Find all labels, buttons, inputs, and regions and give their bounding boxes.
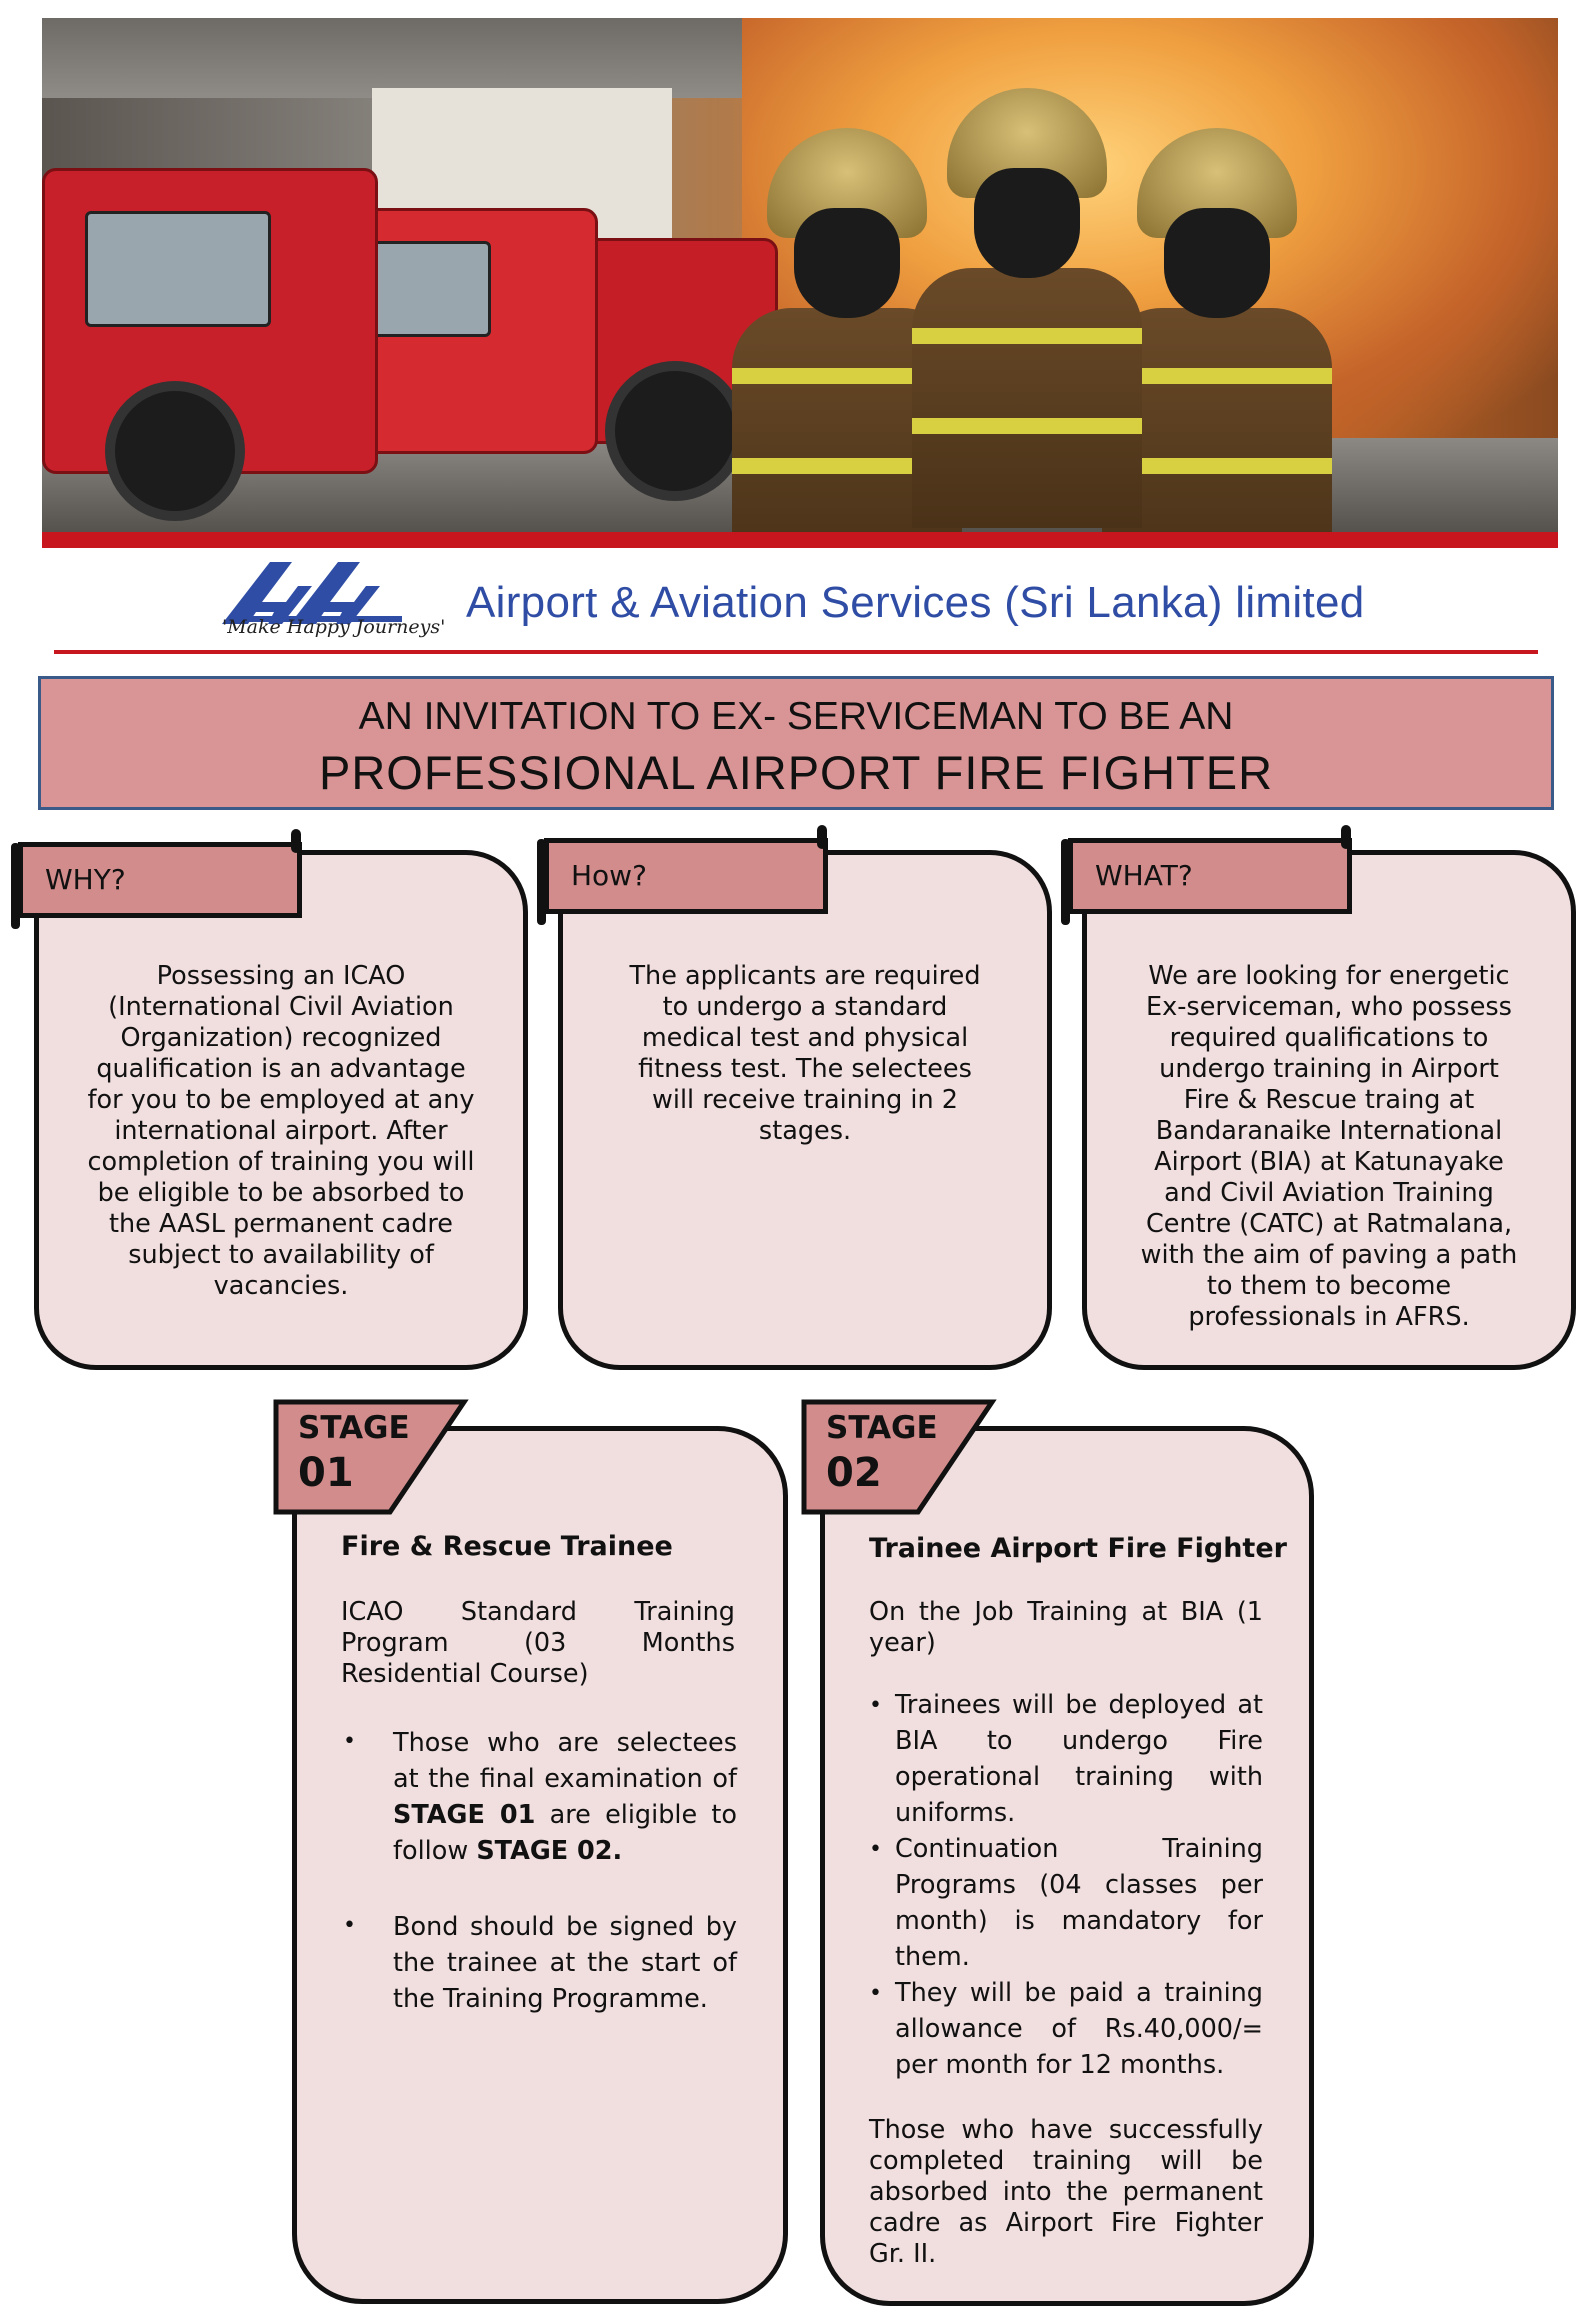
text-line: completion of training you will	[87, 1147, 475, 1177]
text-line: undergo training in Airport	[1159, 1054, 1499, 1084]
text-line: with the aim of paving a path	[1140, 1240, 1518, 1270]
what-label: WHAT?	[1095, 859, 1193, 892]
what-tab: WHAT?	[1061, 825, 1352, 925]
text-line: be eligible to be absorbed to	[97, 1178, 465, 1208]
text-line: ICAO Standard Training	[341, 1597, 735, 1627]
why-tab: WHY?	[11, 829, 302, 929]
stage-02-number: 02	[826, 1450, 882, 1496]
company-header: 'Make Happy Journeys' Airport & Aviation…	[42, 548, 1558, 658]
stage-badge-shape	[801, 1399, 997, 1515]
bullet-bold: STAGE 01	[393, 1800, 536, 1830]
bullet-dot: •	[343, 1913, 356, 1938]
firefighter-center	[912, 88, 1142, 528]
text-line: We are looking for energetic	[1148, 961, 1510, 991]
how-tab: How?	[537, 825, 828, 925]
stage-01-label: STAGE	[298, 1410, 410, 1446]
text-line: to undergo a standard	[662, 992, 948, 1022]
stage-02-bullet-1: Trainees will be deployed at BIA to unde…	[895, 1690, 1263, 1828]
fire-truck-1	[42, 168, 378, 521]
text-line: fitness test. The selectees	[638, 1054, 972, 1084]
how-box: The applicants are required to undergo a…	[558, 850, 1052, 1370]
stage-02-closing: Those who have successfully completed tr…	[869, 2115, 1263, 2269]
text-line: for you to be employed at any	[87, 1085, 475, 1115]
text-line: will receive training in 2	[652, 1085, 958, 1115]
bullet-dot: •	[869, 1981, 882, 2006]
text-line: required qualifications to	[1169, 1023, 1489, 1053]
text-line: Bandaranaike International	[1155, 1116, 1503, 1146]
text-line: international airport. After	[114, 1116, 448, 1146]
text-line: stages.	[758, 1116, 852, 1146]
stage-badge-shape	[273, 1399, 469, 1515]
text-line: Ex-serviceman, who possess	[1146, 992, 1512, 1022]
aasl-logo	[222, 562, 402, 624]
logo-tagline: 'Make Happy Journeys'	[222, 616, 446, 638]
stage-01-intro: ICAO Standard Training Program (03 Month…	[341, 1597, 735, 1690]
hero-image-firefighters	[42, 18, 1558, 532]
stage-02-bullet-3: They will be paid a training allowance o…	[895, 1978, 1263, 2080]
hero-red-bar	[42, 532, 1558, 548]
stage-01-box: Fire & Rescue Trainee ICAO Standard Trai…	[292, 1426, 788, 2304]
text-line: vacancies.	[213, 1271, 349, 1301]
text-line: to them to become	[1206, 1271, 1452, 1301]
stage-02-title: Trainee Airport Fire Fighter	[869, 1533, 1287, 1564]
stage-02-label: STAGE	[826, 1410, 938, 1446]
how-label: How?	[571, 859, 647, 892]
text-line: and Civil Aviation Training	[1164, 1178, 1494, 1208]
stage-01-bullet-2: Bond should be signed by the trainee at …	[393, 1912, 737, 2014]
text-line: professionals in AFRS.	[1188, 1302, 1470, 1332]
text-line: Airport (BIA) at Katunayake	[1154, 1147, 1504, 1177]
why-box: Possessing an ICAO (International Civil …	[34, 850, 528, 1370]
text-line: Program (03 Months	[341, 1628, 735, 1658]
text-line: Centre (CATC) at Ratmalana,	[1145, 1209, 1513, 1239]
bullet-dot: •	[343, 1729, 356, 1754]
text-line: subject to availability of	[128, 1240, 434, 1270]
what-box: We are looking for energetic Ex-servicem…	[1082, 850, 1576, 1370]
hangar-ceiling	[42, 18, 802, 98]
logo-divider	[54, 650, 1538, 654]
text-line: (International Civil Aviation	[108, 992, 454, 1022]
stage-02-box: Trainee Airport Fire Fighter On the Job …	[820, 1426, 1314, 2306]
text-line: The applicants are required	[629, 961, 981, 991]
stage-02-bullet-2: Continuation Training Programs (04 class…	[895, 1834, 1263, 1972]
stage-01-bullet-1: Those who are selectees at the final exa…	[393, 1725, 737, 1869]
company-name: Airport & Aviation Services (Sri Lanka) …	[466, 578, 1365, 627]
what-text: We are looking for energetic Ex-servicem…	[1087, 961, 1571, 1333]
bullet-dot: •	[869, 1837, 882, 1862]
text-line: qualification is an advantage	[96, 1054, 466, 1084]
stage-02-badge: STAGE 02	[800, 1398, 1000, 1516]
invitation-banner: AN INVITATION TO EX- SERVICEMAN TO BE AN…	[38, 676, 1554, 810]
banner-title: PROFESSIONAL AIRPORT FIRE FIGHTER	[318, 746, 1274, 799]
why-label: WHY?	[45, 863, 126, 896]
bullet-text: are eligible to follow	[393, 1800, 737, 1866]
stage-01-title: Fire & Rescue Trainee	[341, 1531, 673, 1562]
text-line: medical test and physical	[641, 1023, 969, 1053]
text-line: Residential Course)	[341, 1659, 589, 1689]
text-line: Organization) recognized	[120, 1023, 442, 1053]
bullet-bold: STAGE 02.	[476, 1836, 623, 1866]
stage-02-intro: On the Job Training at BIA (1 year)	[869, 1597, 1263, 1658]
banner-line-1: AN INVITATION TO EX- SERVICEMAN TO BE AN	[358, 695, 1234, 738]
text-line: Possessing an ICAO	[156, 961, 406, 991]
stage-01-number: 01	[298, 1450, 354, 1496]
bullet-text: Those who are selectees at the final exa…	[393, 1728, 737, 1794]
text-line: Fire & Rescue traing at	[1183, 1085, 1475, 1115]
why-text: Possessing an ICAO (International Civil …	[39, 961, 523, 1302]
stage-01-badge: STAGE 01	[272, 1398, 472, 1516]
bullet-dot: •	[869, 1693, 882, 1718]
text-line: the AASL permanent cadre	[109, 1209, 453, 1239]
how-text: The applicants are required to undergo a…	[563, 961, 1047, 1147]
